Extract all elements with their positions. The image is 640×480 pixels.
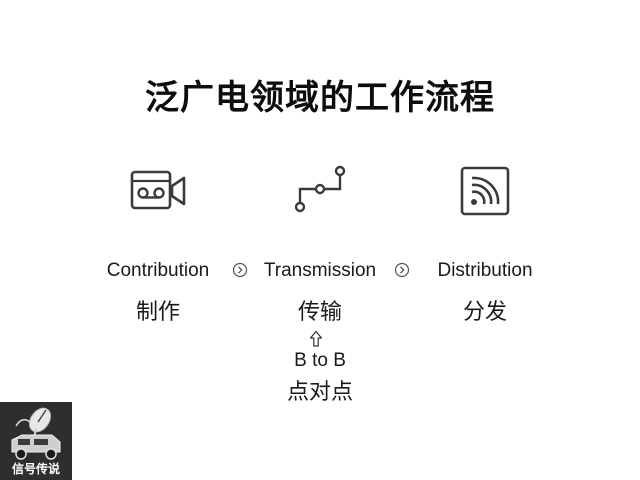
up-arrow-icon [309, 330, 323, 348]
brand-logo: 信号传说 [0, 402, 72, 480]
route-nodes-icon [290, 160, 350, 220]
satellite-dish-truck-logo [11, 407, 61, 460]
btob-zh-label: 点对点 [286, 380, 353, 405]
step-transmission-zh: 传输 [297, 300, 342, 325]
step-distribution-label: Distribution [437, 260, 533, 281]
chevron-right-circle-icon [232, 262, 248, 278]
step-contribution-label: Contribution [106, 260, 210, 281]
video-camera-icon [128, 162, 188, 222]
btob-label: B to B [294, 350, 346, 371]
page-title: 泛广电领域的工作流程 [145, 78, 495, 118]
step-transmission-label: Transmission [263, 260, 377, 281]
logo-text: 信号传说 [11, 462, 60, 476]
chevron-right-circle-icon [394, 262, 410, 278]
broadcast-signal-icon [456, 162, 516, 222]
step-contribution-zh: 制作 [135, 300, 180, 325]
step-distribution-zh: 分发 [462, 300, 507, 325]
